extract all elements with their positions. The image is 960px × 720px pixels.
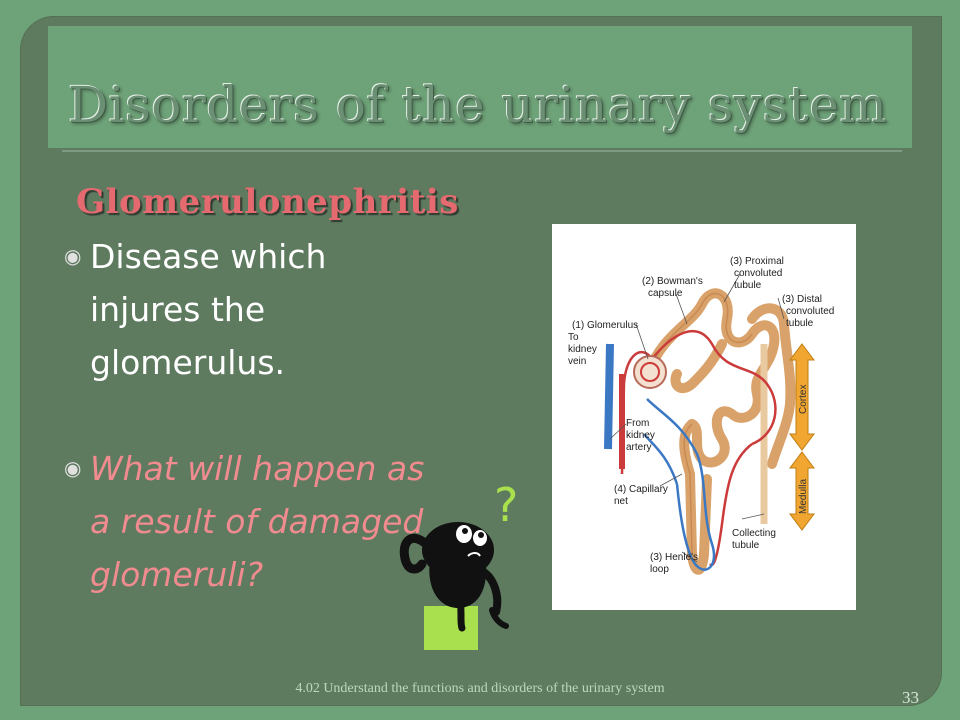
bullet-text-1: Disease which injures the glomerulus.: [90, 237, 327, 382]
glomerulus-ball: [633, 355, 667, 389]
label-bowman: (2) Bowman's capsule: [642, 276, 706, 299]
title-band: [48, 26, 912, 148]
cortex-medulla-arrows: Cortex Medulla: [789, 343, 815, 531]
label-henle: (3) Henle's loop: [650, 552, 701, 575]
title-divider: [62, 150, 902, 152]
bullet-item-2: ◉ What will happen as a result of damage…: [64, 442, 444, 601]
slide-title: Disorders of the urinary system: [68, 76, 888, 134]
circled-dot-bullet-icon: ◉: [64, 244, 82, 268]
bullet-item-1: ◉ Disease which injures the glomerulus.: [64, 230, 444, 389]
label-proximal: (3) Proximal convoluted tubule: [730, 256, 787, 291]
slide-subtitle: Glomerulonephritis: [76, 182, 459, 222]
slide-footer: 4.02 Understand the functions and disord…: [295, 681, 665, 696]
label-collecting: Collecting tubule: [732, 528, 779, 551]
bullet-text-2: What will happen as a result of damaged …: [90, 449, 425, 594]
label-kidney-vein: To kidney vein: [568, 332, 600, 367]
tubule-outlines: [647, 292, 753, 555]
label-glomerulus: (1) Glomerulus: [572, 320, 638, 331]
glomerulus-core: [640, 362, 660, 382]
label-distal: (3) Distal convoluted tubule: [782, 294, 837, 329]
label-capillary: (4) Capillary net: [614, 484, 671, 507]
cortex-label: Cortex: [798, 385, 809, 414]
nephron-illustration: Cortex Medulla (3) Proximal convoluted t…: [568, 256, 837, 575]
question-mark: ?: [494, 478, 519, 532]
circled-dot-bullet-icon: ◉: [64, 456, 82, 480]
thinking-figure-icon: [399, 522, 509, 650]
label-kidney-artery: From kidney artery: [626, 418, 658, 453]
nephron-diagram: Cortex Medulla (3) Proximal convoluted t…: [552, 224, 856, 610]
leader-lines: [609, 273, 785, 563]
thinker-box: [424, 606, 478, 650]
page-number: 33: [902, 688, 919, 707]
vein-vessel: [604, 343, 614, 450]
medulla-label: Medulla: [798, 479, 809, 514]
